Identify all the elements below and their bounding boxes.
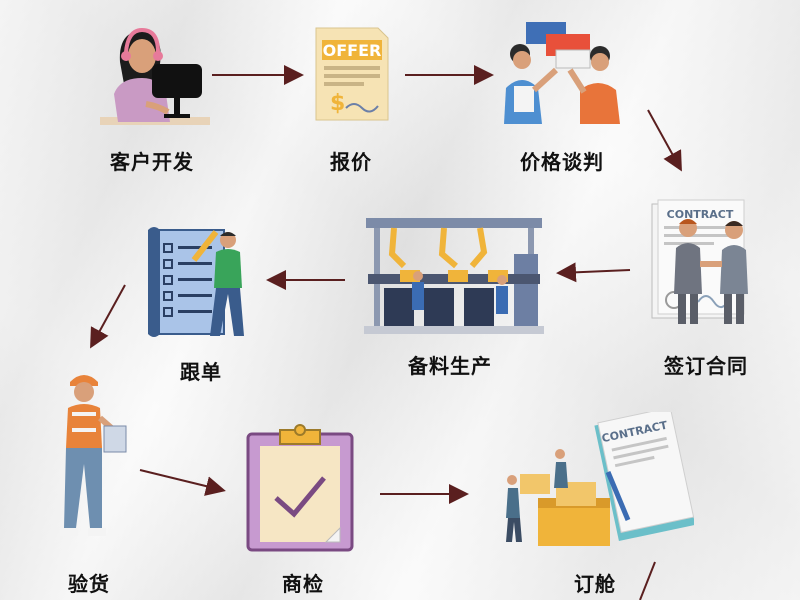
offer-document-icon: OFFER $ — [315, 27, 389, 121]
arrow-4-5 — [556, 262, 631, 283]
commodity-inspection-clipboard-icon — [246, 424, 354, 552]
step-label-quotation: 报价 — [330, 150, 372, 174]
step-label-contract-signing: 签订合同 — [664, 354, 748, 378]
step-label-production: 备料生产 — [408, 354, 492, 378]
step-label-customer-development: 客户开发 — [110, 150, 194, 174]
goods-inspection-worker-icon — [60, 375, 127, 536]
shipping-booking-icon: CONTRACT — [506, 412, 694, 546]
arrow-7-8 — [139, 469, 226, 496]
step-label-order-follow-up: 跟单 — [180, 360, 222, 384]
contract-text-1: CONTRACT — [667, 208, 734, 221]
arrow-9-next — [639, 561, 656, 600]
order-tracking-icon — [148, 227, 244, 337]
step-label-goods-inspection: 验货 — [68, 572, 110, 596]
arrow-3-4 — [647, 109, 682, 172]
offer-text: OFFER — [323, 41, 382, 60]
arrow-6-7 — [90, 284, 126, 349]
customer-service-icon — [100, 27, 210, 125]
negotiation-icon — [504, 22, 620, 124]
contract-signing-icon: CONTRACT — [651, 199, 748, 324]
svg-text:$: $ — [330, 91, 345, 116]
step-label-commodity-inspection: 商检 — [282, 572, 324, 596]
step-label-shipping-booking: 订舱 — [574, 572, 616, 596]
step-label-price-negotiation: 价格谈判 — [520, 150, 604, 174]
factory-production-icon — [364, 218, 544, 334]
